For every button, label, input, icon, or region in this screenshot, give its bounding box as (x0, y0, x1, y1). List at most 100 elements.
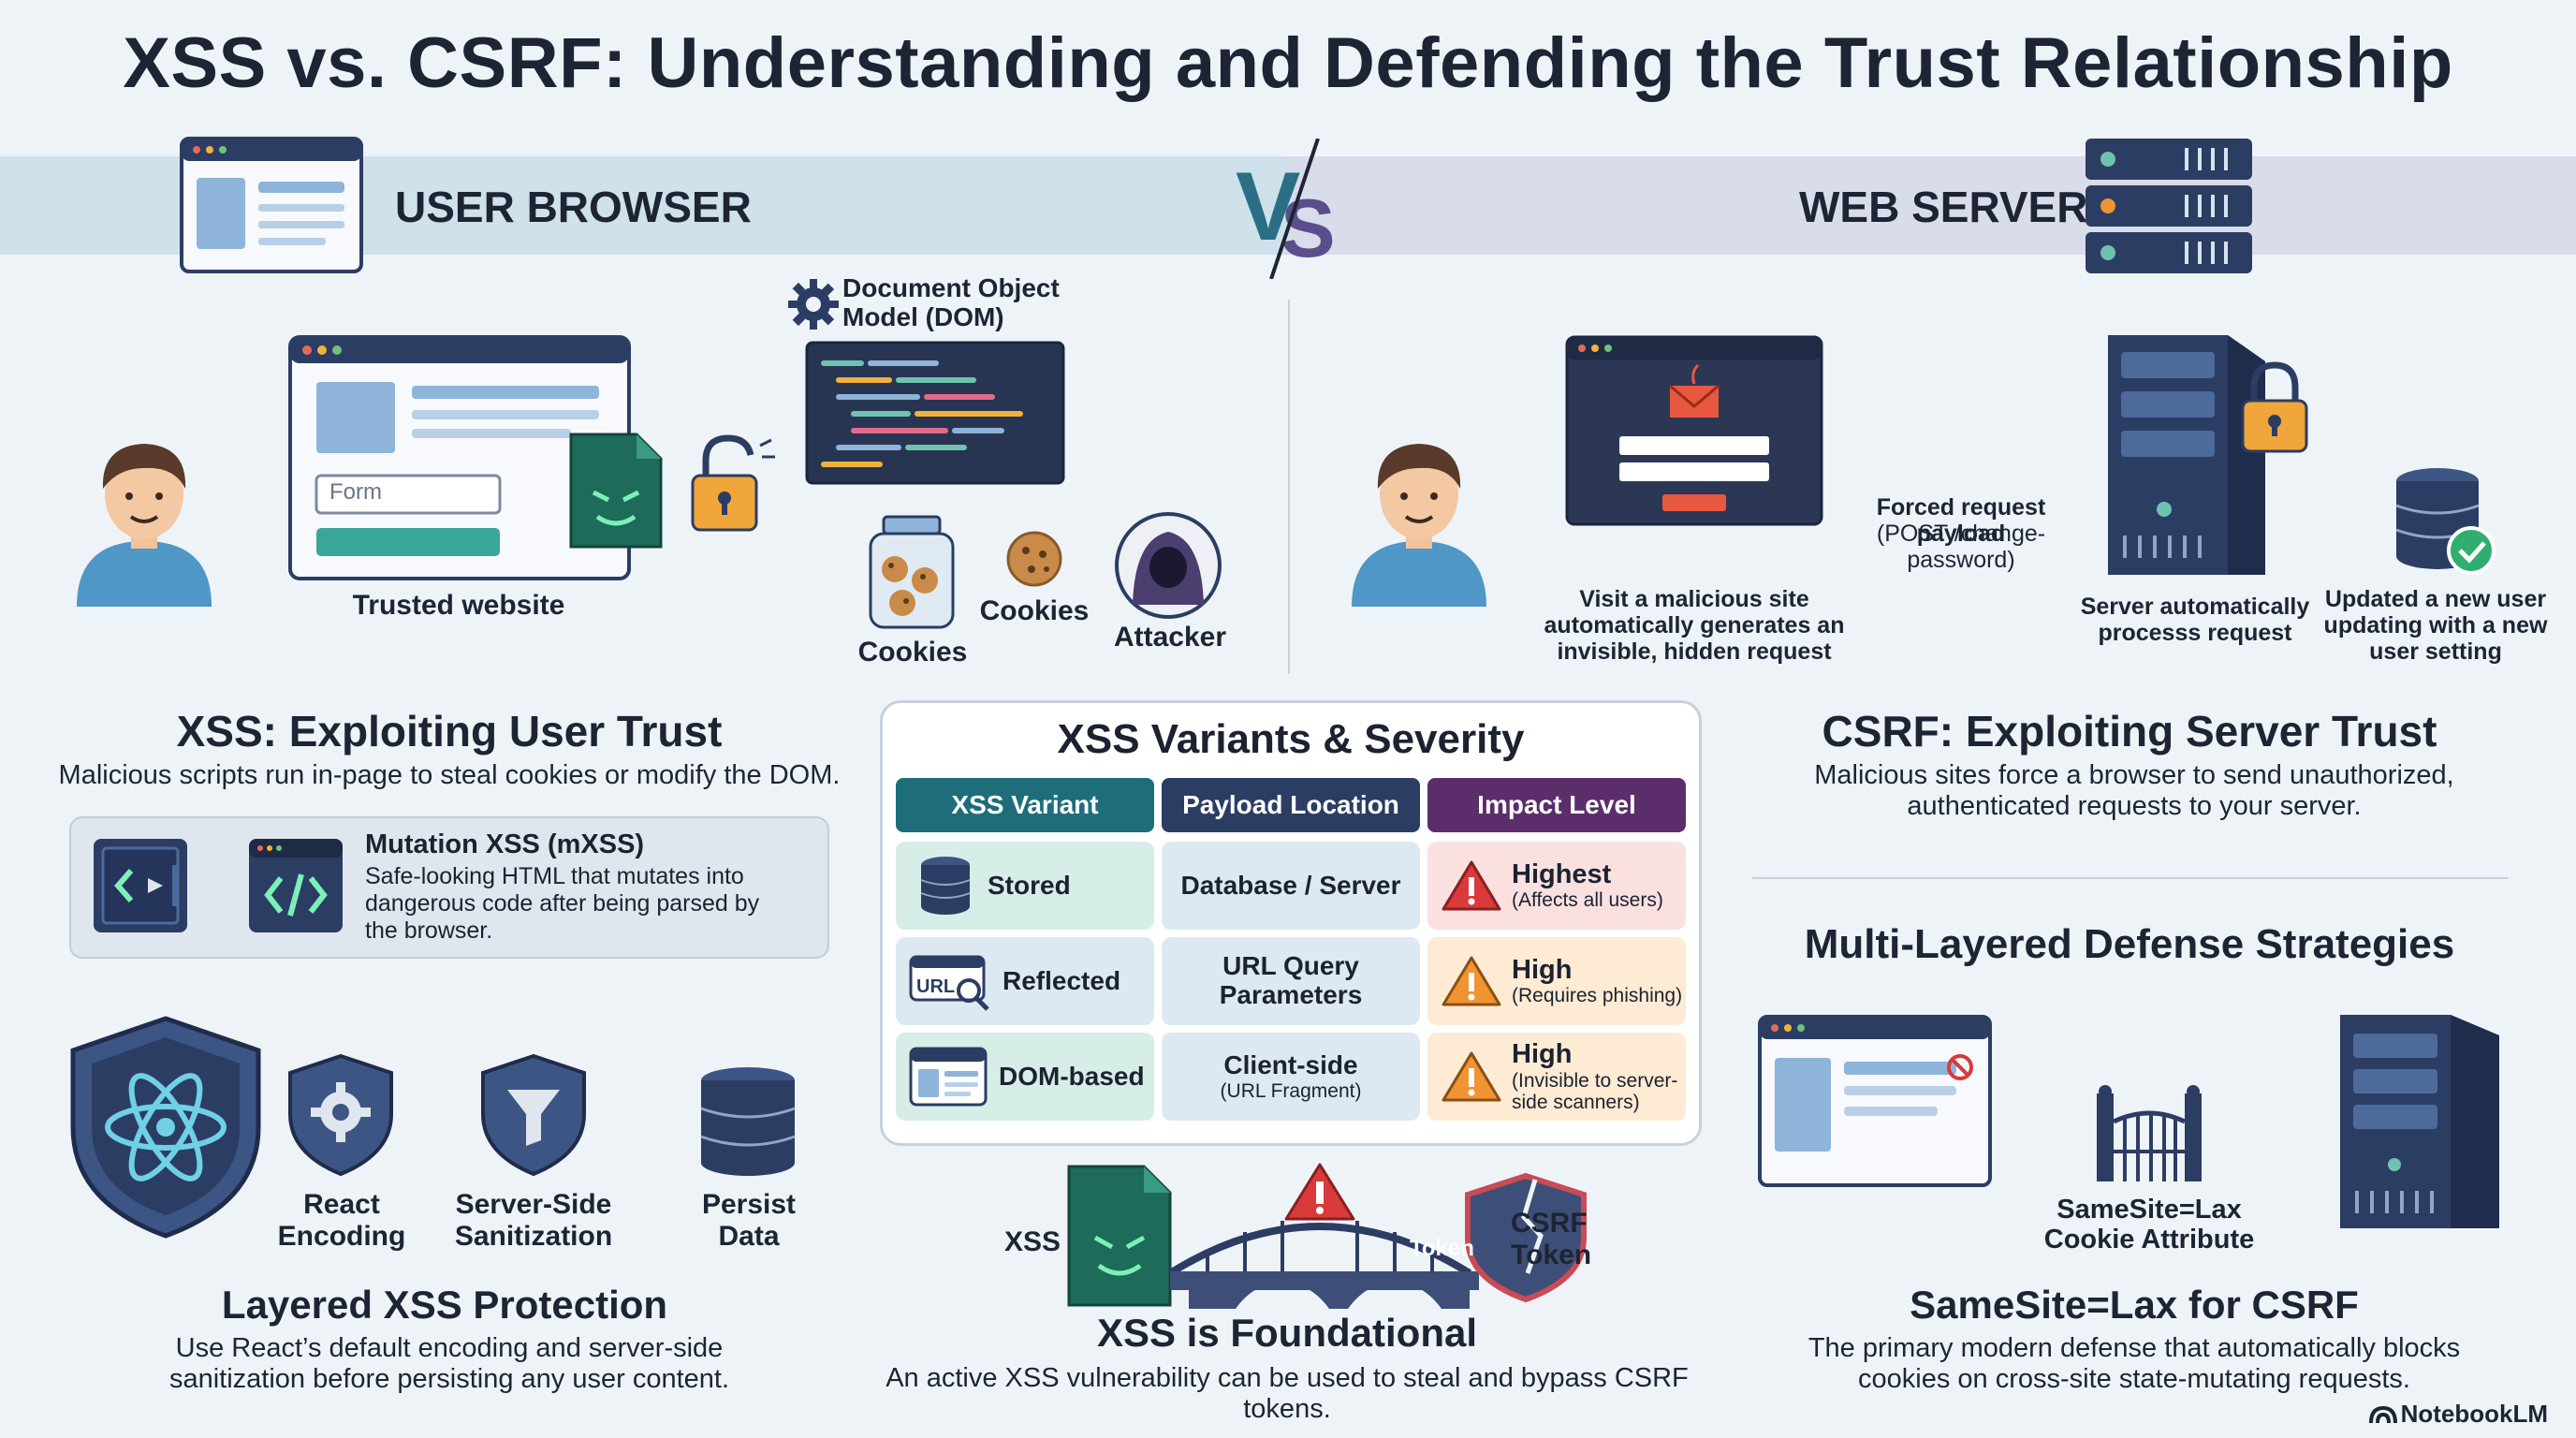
unlocked-padlock-icon (691, 434, 775, 532)
react-shield-icon (70, 1016, 261, 1239)
gate-icon (2097, 1085, 2202, 1181)
location-stored: Database / Server (1162, 842, 1420, 930)
blocked-browser-icon (1758, 1015, 1992, 1187)
impact-reflected-level: High (1512, 954, 1573, 985)
mxss-description: Safe-looking HTML that mutates into dang… (365, 863, 760, 944)
location-dom-note: (URL Fragment) (1220, 1079, 1362, 1102)
server-rack-icon (2086, 139, 2252, 273)
url-search-icon: URL (909, 955, 989, 1011)
impact-dom-based: High (Invisible to server-side scanners) (1427, 1033, 1686, 1121)
impact-stored: Highest (Affects all users) (1427, 842, 1686, 930)
sanitization-label: Server-Side Sanitization (454, 1189, 613, 1252)
defense-heading: Multi-Layered Defense Strategies (1804, 921, 2455, 967)
vault-icon (94, 839, 187, 932)
xss-bridge-label: XSS (1003, 1226, 1061, 1257)
samesite-description: The primary modern defense that automati… (1808, 1333, 2461, 1395)
vs-icon: V S (1236, 138, 1336, 280)
database-check-icon (2395, 468, 2496, 575)
watermark-text: NotebookLM (2400, 1400, 2548, 1428)
protection-description: Use React’s default encoding and server-… (168, 1333, 730, 1395)
server-tower-icon (2340, 1015, 2499, 1228)
browser-page-icon (909, 1047, 988, 1107)
locked-server-icon (2108, 335, 2308, 575)
mxss-callout (69, 816, 829, 959)
attacker-icon (1115, 512, 1222, 619)
variant-dom-based: DOM-based (999, 1061, 1145, 1091)
xss-description: Malicious scripts run in-page to steal c… (58, 760, 841, 790)
persist-database-icon (700, 1067, 796, 1176)
warning-red-icon (1442, 860, 1501, 911)
code-brackets-icon (249, 839, 343, 932)
updated-caption: Updated a new user updating with a new u… (2323, 586, 2548, 665)
gear-shield-icon (288, 1053, 393, 1177)
server-process-caption: Server automatically processs request (2080, 594, 2310, 646)
victim-avatar-icon (1352, 444, 1486, 607)
table-row: Stored (896, 842, 1154, 930)
database-icon (920, 857, 971, 915)
variant-reflected: Reflected (1003, 965, 1121, 995)
impact-dom-level: High (1512, 1038, 1573, 1069)
warning-orange-icon (1442, 1051, 1501, 1102)
table-row: URL Reflected (896, 937, 1154, 1025)
trusted-website-label: Trusted website (352, 590, 565, 621)
location-dom-text: Client-side (1223, 1050, 1358, 1080)
impact-reflected-note: (Requires phishing) (1512, 985, 1683, 1007)
dom-code-window (805, 341, 1065, 485)
location-dom-based: Client-side (URL Fragment) (1162, 1033, 1420, 1121)
user-browser-label: USER BROWSER (395, 183, 752, 231)
notebooklm-logo-icon (2368, 1405, 2397, 1424)
impact-reflected: High (Requires phishing) (1427, 937, 1686, 1025)
csrf-description: Malicious sites force a browser to send … (1814, 760, 2454, 822)
header-payload-location: Payload Location (1162, 778, 1420, 832)
cookie-jar-icon (869, 515, 955, 629)
filter-shield-icon (481, 1053, 586, 1177)
header-impact-level: Impact Level (1427, 778, 1686, 832)
header-xss-variant: XSS Variant (896, 778, 1154, 832)
web-server-label: WEB SERVER (1799, 183, 2088, 231)
csrf-token-label: CSRF Token (1511, 1208, 1592, 1270)
csrf-heading: CSRF: Exploiting Server Trust (1822, 707, 2437, 756)
trusted-website-window (288, 335, 631, 580)
vs-logo: V S (1234, 138, 1346, 280)
bridge-illustration (1067, 1163, 1587, 1309)
mxss-title: Mutation XSS (mXSS) (365, 829, 645, 859)
notebooklm-watermark: NotebookLM (2368, 1400, 2548, 1429)
impact-dom-note: (Invisible to server-side scanners) (1512, 1069, 1678, 1113)
foundation-description: An active XSS vulnerability can be used … (886, 1363, 1689, 1425)
cookie-icon (1006, 531, 1062, 587)
impact-stored-level: Highest (1512, 858, 1612, 889)
samesite-label: SameSite=Lax Cookie Attribute (2043, 1195, 2255, 1255)
payload-detail: (POST /change-password) (1876, 521, 2046, 573)
malicious-script-icon (569, 433, 663, 549)
samesite-heading: SameSite=Lax for CSRF (1910, 1283, 2359, 1327)
react-encoding-label: React Encoding (277, 1189, 406, 1252)
payload-title: Forced request payload (1876, 494, 2046, 547)
url-icon-text: URL (916, 976, 955, 997)
page-title: XSS vs. CSRF: Understanding and Defendin… (123, 23, 2453, 103)
cookies-label: Cookies (979, 595, 1090, 626)
location-reflected-text: URL Query Parameters (1219, 951, 1363, 1009)
horizontal-divider (1752, 877, 2509, 879)
table-title: XSS Variants & Severity (1057, 716, 1525, 762)
location-reflected: URL Query Parameters (1162, 937, 1420, 1025)
location-stored-text: Database / Server (1180, 870, 1401, 900)
gear-icon (788, 279, 839, 330)
persist-data-label: Persist Data (701, 1189, 797, 1252)
browser-window-icon (180, 137, 363, 273)
impact-stored-note: (Affects all users) (1512, 889, 1663, 912)
dom-label: Document Object Model (DOM) (842, 273, 1060, 332)
cookies-jar-label: Cookies (857, 637, 968, 668)
malicious-site-window (1565, 335, 1823, 526)
token-badge: Token (1410, 1236, 1474, 1261)
xss-heading: XSS: Exploiting User Trust (176, 707, 723, 756)
table-row: DOM-based (896, 1033, 1154, 1121)
form-placeholder: Form (329, 479, 382, 505)
malicious-site-caption: Visit a malicious site automatically gen… (1544, 586, 1845, 665)
user-avatar-icon (77, 444, 212, 607)
xss-variants-panel: XSS Variants & Severity XSS Variant Payl… (880, 700, 1702, 1146)
vertical-divider (1288, 300, 1290, 674)
server-band (1287, 156, 2576, 255)
protection-heading: Layered XSS Protection (221, 1283, 668, 1327)
attacker-label: Attacker (1113, 622, 1227, 653)
variant-stored: Stored (988, 870, 1071, 900)
